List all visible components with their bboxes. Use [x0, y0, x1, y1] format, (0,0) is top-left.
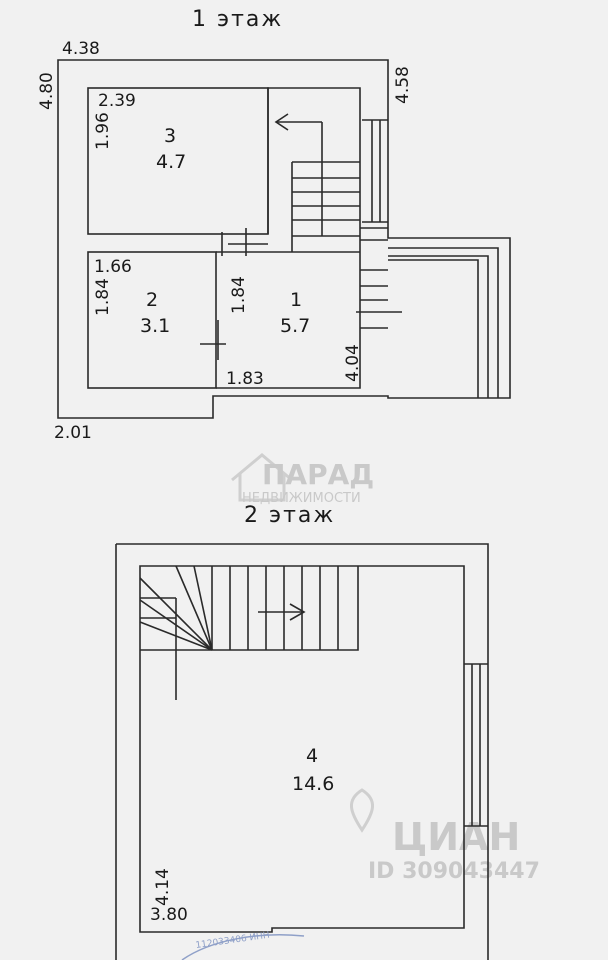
dim-left-height: 4.80	[37, 72, 57, 110]
floor1-door-marks	[200, 228, 402, 360]
floor1-stairs	[274, 113, 360, 252]
watermark-parad: ПАРАД НЕДВИЖИМОСТИ	[231, 453, 374, 506]
room-4-area: 14.6	[292, 773, 334, 795]
floor-2	[115, 543, 489, 960]
dim-room3-width: 2.39	[98, 91, 136, 111]
stamp-seal: 112033406 ИНН	[181, 931, 305, 960]
floor2-stairs	[139, 565, 359, 700]
watermark-cian: ЦИАН ID 309043447	[350, 788, 540, 884]
dim-room2-height: 1.84	[93, 278, 113, 316]
watermark-brand: ПАРАД	[262, 458, 374, 491]
floor2-title: 2 этаж	[244, 503, 335, 528]
dim-floor2-bottom-width: 3.80	[150, 905, 188, 925]
room-2-area: 3.1	[140, 315, 170, 337]
room-4-outline	[139, 565, 465, 933]
watermark-brand-sub: НЕДВИЖИМОСТИ	[242, 491, 361, 506]
room-4-number: 4	[306, 745, 318, 767]
floor-1	[57, 59, 511, 419]
dim-room2-width: 1.66	[94, 257, 132, 277]
watermark-cian-id: ID 309043447	[368, 859, 540, 884]
room-1-number: 1	[290, 289, 302, 311]
dim-room1-bottom: 1.83	[226, 369, 264, 389]
dim-top-width: 4.38	[62, 39, 100, 59]
floor1-porch	[360, 227, 499, 398]
room-2-outline	[87, 251, 217, 389]
room-1-outline	[216, 87, 361, 389]
room-2-number: 2	[146, 289, 158, 311]
dim-right-height: 4.58	[393, 66, 413, 104]
watermark-cian-text: ЦИАН	[392, 815, 520, 859]
stair-arrow-icon	[289, 603, 306, 621]
dim-floor2-left-height: 4.14	[153, 868, 173, 906]
dim-bottom-width: 2.01	[54, 423, 92, 443]
dim-room3-height: 1.96	[93, 112, 113, 150]
floor2-window-right	[464, 663, 488, 827]
house-logo-icon	[231, 453, 293, 502]
dim-room1-height: 1.84	[229, 276, 249, 314]
dim-room1-right: 4.04	[343, 344, 363, 382]
room-3-area: 4.7	[156, 151, 186, 173]
floor1-window-right	[362, 119, 388, 223]
room-3-number: 3	[164, 125, 176, 147]
floor1-outer-wall	[57, 59, 511, 419]
stair-arrow-icon	[274, 113, 289, 131]
floor1-title: 1 этаж	[192, 7, 283, 32]
room-1-area: 5.7	[280, 315, 310, 337]
stamp-text: 112033406 ИНН	[195, 931, 270, 951]
floor2-outer-wall	[115, 543, 489, 960]
location-pin-icon	[350, 788, 374, 833]
